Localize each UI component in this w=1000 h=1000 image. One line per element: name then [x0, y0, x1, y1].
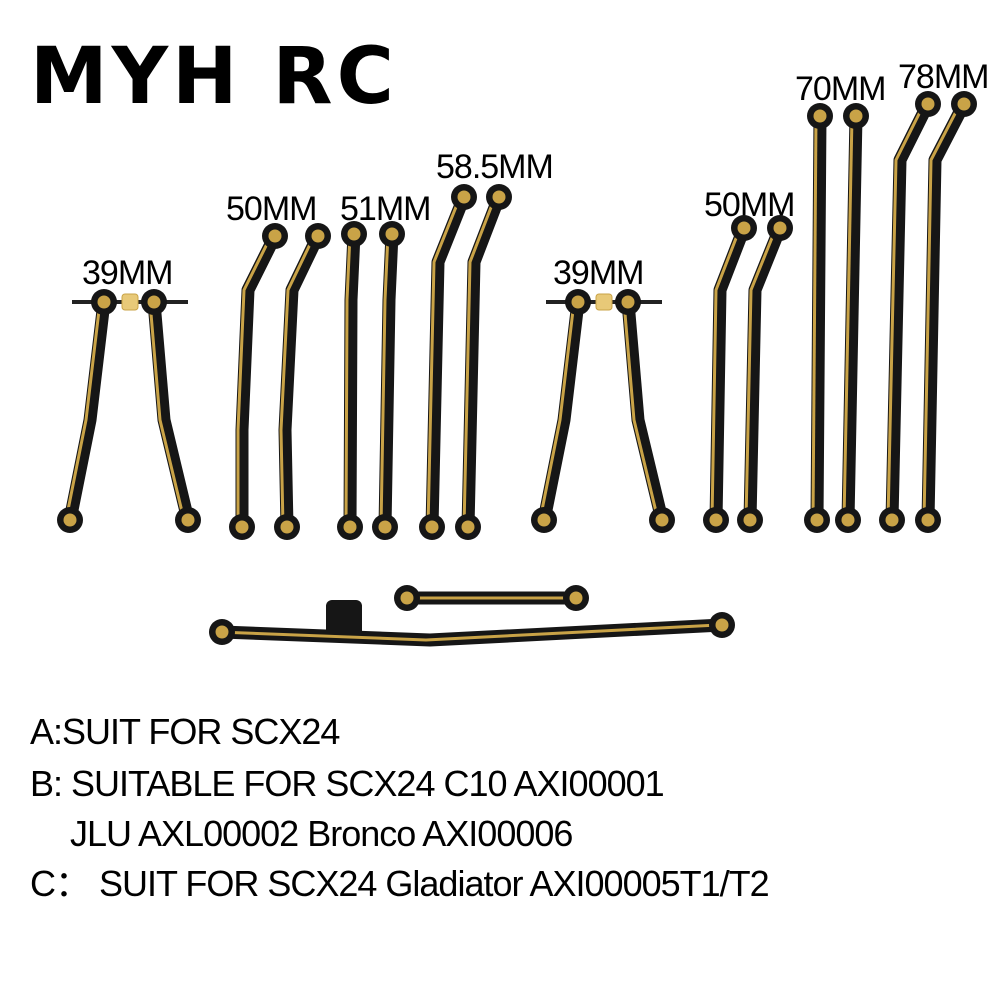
- link-a50-right-start-bushing: [311, 229, 325, 243]
- link-a51-left-start-bushing: [347, 227, 361, 241]
- link-a58-left-end-bushing: [425, 520, 439, 534]
- length-label-a-58-5: 58.5MM: [436, 148, 554, 186]
- link-a51-right: [378, 227, 399, 534]
- link-b39-spacer: [595, 293, 613, 311]
- length-label-a-50: 50MM: [226, 190, 317, 228]
- link-b50-right: [743, 221, 787, 527]
- link-c-long-brass-edge: [217, 623, 719, 642]
- link-b78-left-brass-edge: [886, 103, 926, 521]
- link-b70-right-start-bushing: [849, 109, 863, 123]
- length-label-b-39: 39MM: [553, 254, 644, 292]
- link-b78-left-start-bushing: [921, 97, 935, 111]
- link-b39-right-arm-end-bushing: [655, 513, 669, 527]
- link-b70-left-end-bushing: [810, 513, 824, 527]
- link-a39-right-arm-end-bushing: [181, 513, 195, 527]
- link-b39-right-arm-start-bushing: [621, 295, 635, 309]
- link-b50-left-start-bushing: [737, 221, 751, 235]
- link-a50-left-end-bushing: [235, 520, 249, 534]
- brand-title: MYH RC: [30, 32, 398, 122]
- length-label-a-39: 39MM: [82, 254, 173, 292]
- link-a50-left: [235, 229, 282, 534]
- note-a: A:SUIT FOR SCX24: [30, 711, 340, 752]
- link-a50-left-brass-edge: [236, 235, 273, 527]
- link-a51-right-start-bushing: [385, 227, 399, 241]
- link-b50-left-brass-edge: [710, 227, 742, 521]
- link-a51-left-end-bushing: [343, 520, 357, 534]
- link-b70-right: [841, 109, 863, 527]
- link-a51-right-end-bushing: [378, 520, 392, 534]
- link-b70-left-start-bushing: [813, 109, 827, 123]
- link-a39-left-arm-end-bushing: [63, 513, 77, 527]
- link-b50-left-end-bushing: [709, 513, 723, 527]
- link-b78-right-brass-edge: [922, 103, 962, 521]
- link-a58-right: [461, 190, 506, 534]
- link-c-short-end-bushing: [569, 591, 583, 605]
- link-a50-left-start-bushing: [268, 229, 282, 243]
- link-b78-right-start-bushing: [957, 97, 971, 111]
- link-a39-right-arm-brass-edge: [148, 301, 186, 521]
- link-a58-right-brass-edge: [462, 196, 497, 528]
- link-b39-right-arm: [621, 295, 669, 527]
- link-a51-left-brass-edge: [344, 233, 352, 528]
- link-a58-right-end-bushing: [461, 520, 475, 534]
- length-label-b-78: 78MM: [898, 58, 989, 96]
- link-a39-spacer: [121, 293, 139, 311]
- link-b78-left-end-bushing: [885, 513, 899, 527]
- link-b39-left-arm-end-bushing: [537, 513, 551, 527]
- link-a50-right-end-bushing: [280, 520, 294, 534]
- link-a39-right-arm: [147, 295, 195, 527]
- length-label-b-70: 70MM: [795, 70, 886, 108]
- note-b-line2: JLU AXL00002 Bronco AXI00006: [70, 813, 573, 854]
- length-label-a-51: 51MM: [340, 190, 431, 228]
- link-b70-left-brass-edge: [811, 115, 818, 521]
- note-c: C： SUIT FOR SCX24 Gladiator AXI00005T1/T…: [30, 863, 770, 904]
- link-b50-right-start-bushing: [773, 221, 787, 235]
- link-b78-right: [921, 97, 971, 527]
- link-b78-right-end-bushing: [921, 513, 935, 527]
- link-a51-left: [343, 227, 361, 534]
- link-b39-left-arm-brass-edge: [538, 301, 576, 521]
- link-b50-right-end-bushing: [743, 513, 757, 527]
- link-a39-left-arm-brass-edge: [64, 301, 102, 521]
- link-b50-right-brass-edge: [744, 227, 778, 521]
- link-c-long-start-bushing: [215, 625, 229, 639]
- link-a58-left-brass-edge: [426, 196, 462, 528]
- link-b70-left: [810, 109, 827, 527]
- link-a39-left-arm-start-bushing: [97, 295, 111, 309]
- link-a51-right-brass-edge: [379, 233, 390, 528]
- link-c-short-start-bushing: [400, 591, 414, 605]
- link-a58-right-start-bushing: [492, 190, 506, 204]
- link-a58-left-start-bushing: [457, 190, 471, 204]
- link-a58-left: [425, 190, 471, 534]
- link-b70-right-end-bushing: [841, 513, 855, 527]
- link-b39-right-arm-brass-edge: [622, 301, 660, 521]
- link-a39-right-arm-start-bushing: [147, 295, 161, 309]
- link-c-long-end-bushing: [715, 618, 729, 632]
- link-a39-left-arm: [63, 295, 111, 527]
- link-b70-right-brass-edge: [842, 115, 854, 521]
- link-a50-right-brass-edge: [279, 235, 316, 528]
- link-b78-left: [885, 97, 935, 527]
- link-a50-right: [278, 229, 325, 534]
- link-b39-left-arm: [537, 295, 585, 527]
- link-b50-left: [709, 221, 751, 527]
- link-b39-left-arm-start-bushing: [571, 295, 585, 309]
- note-b-line1: B: SUITABLE FOR SCX24 C10 AXI00001: [30, 763, 665, 804]
